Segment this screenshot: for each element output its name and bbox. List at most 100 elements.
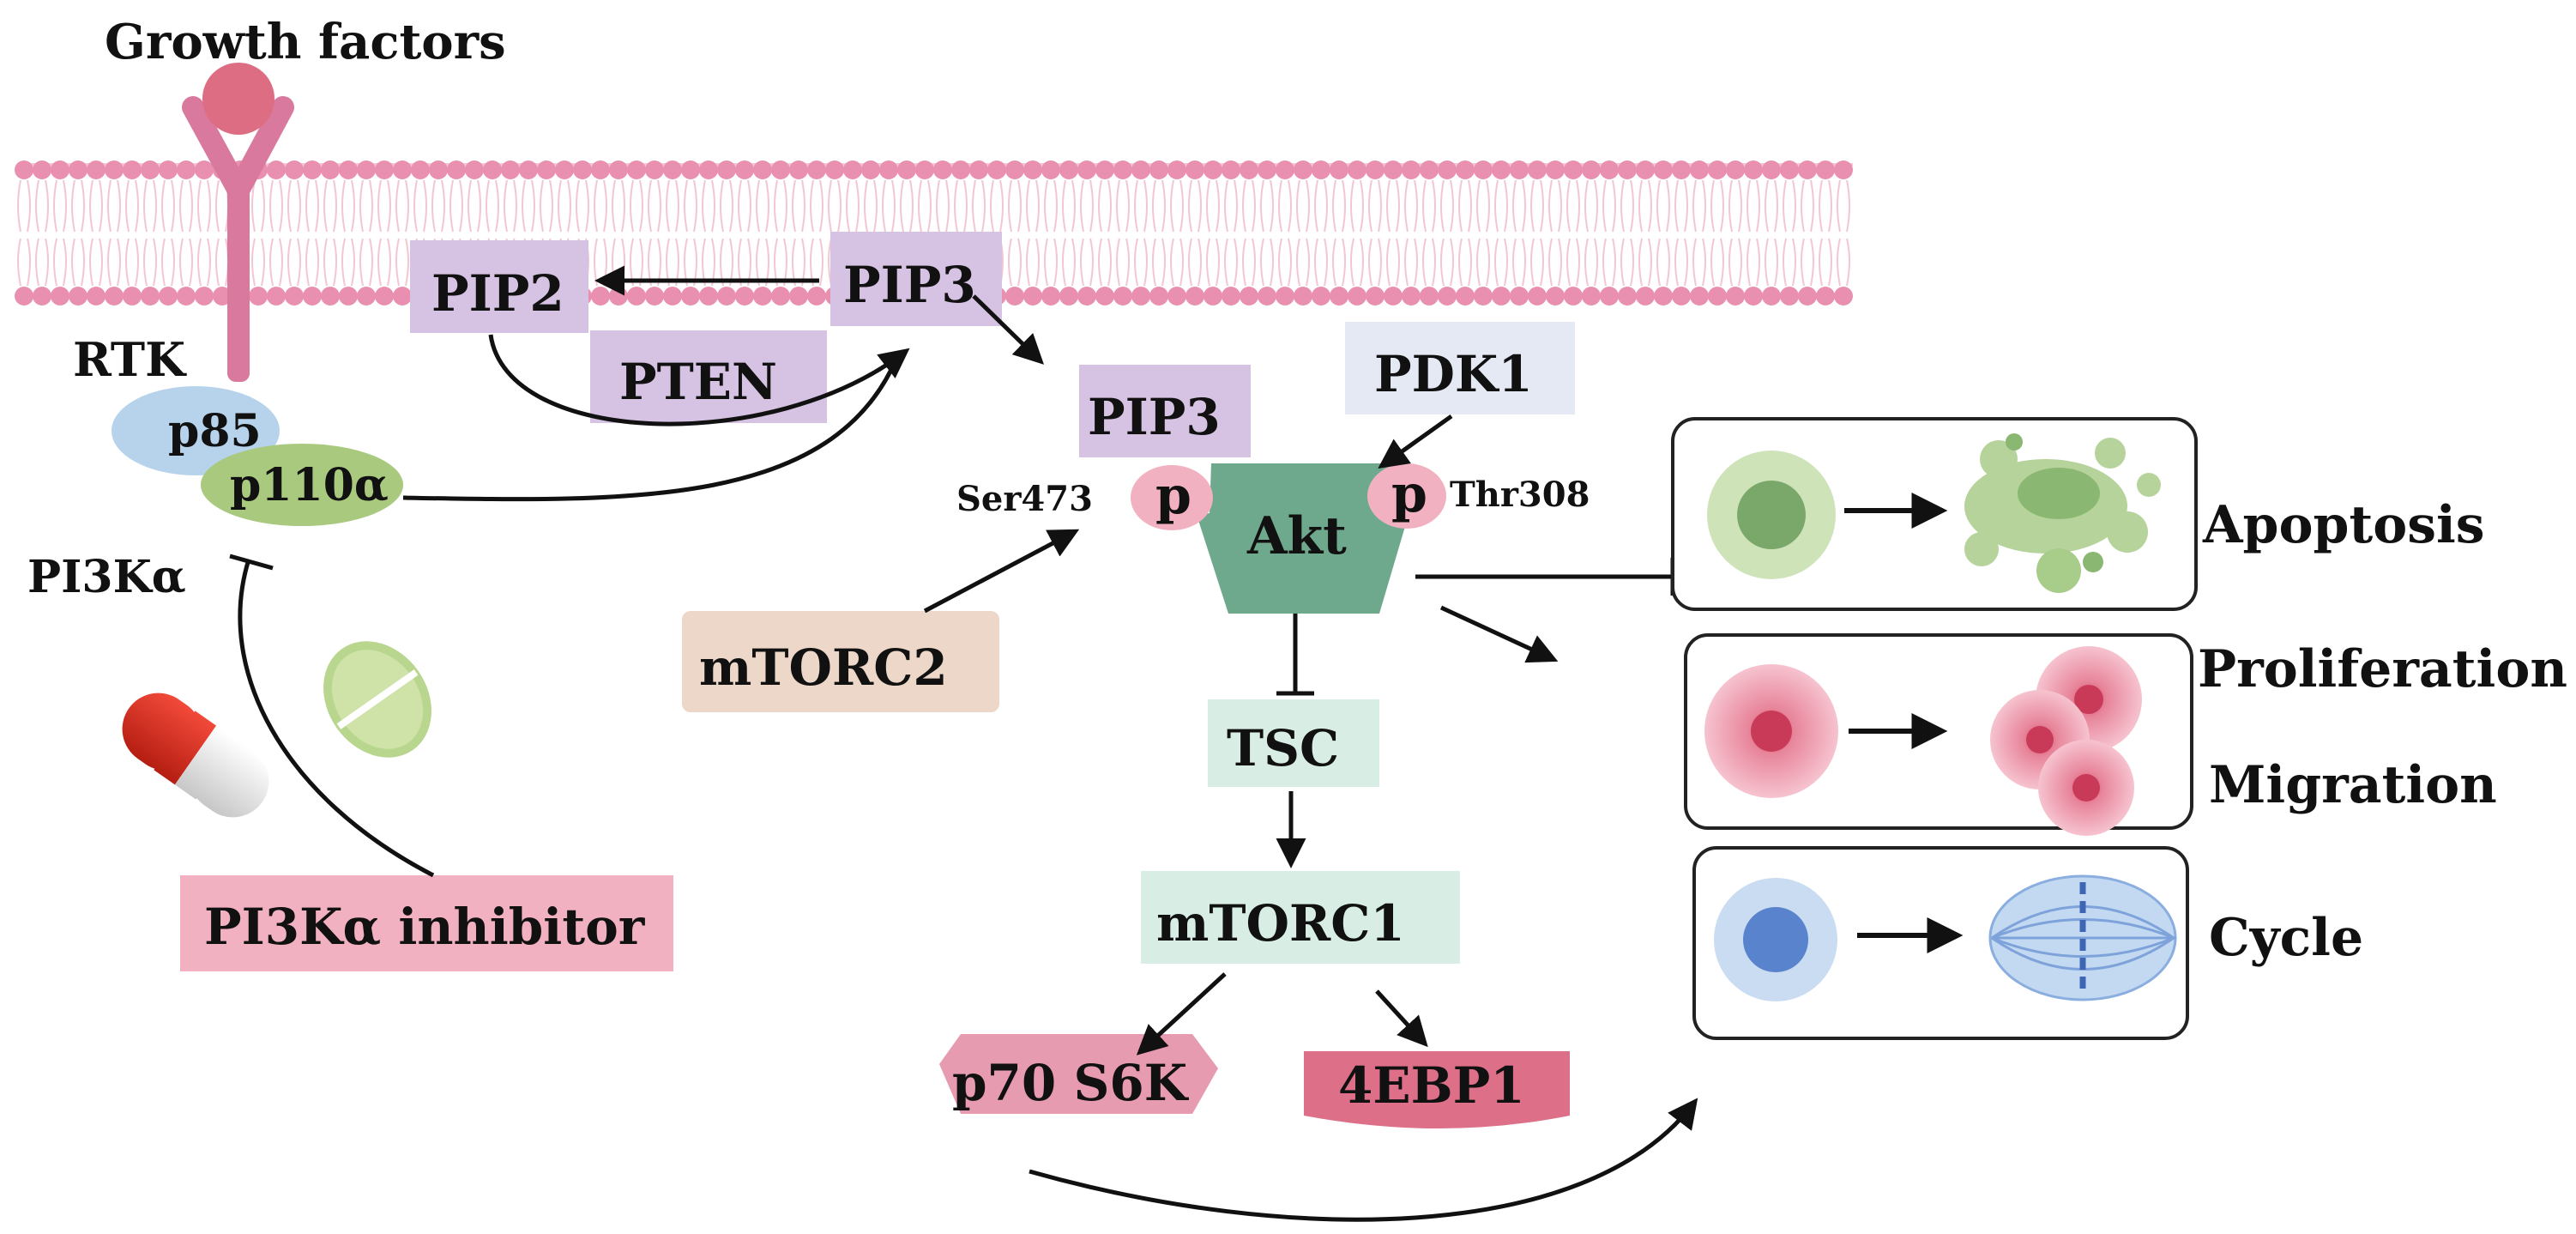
lipid-tail — [125, 179, 139, 287]
lipid-tail — [990, 179, 1004, 287]
lipid-head — [1726, 287, 1745, 305]
lipid-tail — [107, 179, 121, 287]
lipid-head — [1258, 287, 1276, 305]
lipid-head — [753, 160, 772, 179]
lipid-head — [1095, 287, 1114, 305]
lipid-tail — [1044, 179, 1058, 287]
lipid-tail — [1080, 179, 1094, 287]
pip3-box — [1079, 365, 1251, 457]
lipid-tail — [1350, 179, 1364, 287]
lipid-head — [663, 287, 682, 305]
lipid-tail — [468, 179, 481, 287]
lipid-tail — [1746, 179, 1760, 287]
lipid-tail — [359, 179, 373, 287]
p70-s6k-label: p70 S6K — [952, 1054, 1190, 1112]
pip2-box — [410, 240, 588, 333]
lipid-tail — [377, 179, 391, 287]
dividing-tumor-cells-icon — [1990, 646, 2142, 836]
lipid-head — [195, 287, 214, 305]
lipid-tail — [612, 179, 625, 287]
lipid-head — [1041, 287, 1060, 305]
lipid-head — [1095, 160, 1114, 179]
lipid-tail — [684, 179, 697, 287]
lipid-head — [1023, 160, 1042, 179]
lipid-head — [1330, 287, 1348, 305]
pdk1-box — [1345, 322, 1575, 414]
lipid-head — [159, 287, 178, 305]
lipid-tail — [71, 179, 85, 287]
pip2-label: PIP2 — [431, 264, 564, 323]
lipid-tail — [900, 179, 914, 287]
lipid-head — [1744, 287, 1763, 305]
akt-to-proliferation-arrow — [1439, 605, 1559, 663]
lipid-head — [15, 287, 33, 305]
lipid-head — [123, 160, 142, 179]
lipid-head — [1834, 160, 1853, 179]
pi3ka-label: PI3Kα — [27, 551, 186, 603]
lipid-head — [69, 160, 87, 179]
lipid-head — [1690, 287, 1709, 305]
lipid-head — [1798, 160, 1817, 179]
lipid-tail — [630, 179, 643, 287]
migration-label: Migration — [2209, 755, 2497, 815]
lipid-head — [1726, 160, 1745, 179]
lipid-tail — [1530, 179, 1544, 287]
rtk-receptor — [182, 63, 294, 382]
lipid-head — [1780, 287, 1799, 305]
lipid-head — [15, 160, 33, 179]
lipid-head — [1708, 287, 1727, 305]
pip3-membrane-label: PIP3 — [843, 256, 976, 314]
receptor-stalk — [227, 184, 250, 382]
lipid-tail — [1458, 179, 1472, 287]
lipid-tail — [1026, 179, 1040, 287]
inhibitor-box — [180, 875, 673, 971]
lipid-tail — [1152, 179, 1166, 287]
lipid-head — [1420, 160, 1439, 179]
lipid-tail — [1098, 179, 1112, 287]
lipid-tail — [1296, 179, 1310, 287]
lipid-head — [933, 160, 952, 179]
lipid-head — [285, 160, 304, 179]
p110-to-pip3-line — [402, 357, 899, 502]
lipid-head — [1204, 287, 1222, 305]
lipid-head — [1276, 160, 1294, 179]
lipid-head — [1131, 287, 1150, 305]
lipid-head — [1600, 160, 1619, 179]
lipid-head — [267, 287, 286, 305]
tsc-label: TSC — [1227, 719, 1339, 777]
lipid-head — [1816, 160, 1835, 179]
lipid-tail — [1188, 179, 1202, 287]
lipid-head — [1222, 160, 1240, 179]
lipid-head — [753, 287, 772, 305]
lipid-head — [1654, 160, 1673, 179]
lipid-head — [105, 287, 124, 305]
lipid-head — [1780, 160, 1799, 179]
lipid-head — [1582, 160, 1601, 179]
lipid-head — [519, 160, 538, 179]
inhibitor-label: PI3Kα inhibitor — [204, 898, 646, 956]
mtorc1-to-p70-arrow — [1136, 972, 1227, 1056]
lipid-tail — [774, 179, 787, 287]
lipid-head — [375, 160, 394, 179]
lipid-tail — [1638, 179, 1652, 287]
lipid-head — [429, 160, 448, 179]
mtorc2-box — [682, 611, 999, 712]
lipid-head — [1492, 287, 1511, 305]
lipid-tail — [756, 179, 769, 287]
lipid-head — [645, 287, 664, 305]
lipid-head — [897, 160, 916, 179]
lipid-tail — [35, 179, 49, 287]
lipid-tail — [864, 179, 878, 287]
lipid-tail — [1710, 179, 1724, 287]
lipid-head — [771, 160, 790, 179]
lipid-head — [1474, 287, 1493, 305]
lipid-tail — [1332, 179, 1346, 287]
lipid-head — [1618, 287, 1637, 305]
lipid-head — [825, 160, 844, 179]
lipid-head — [663, 160, 682, 179]
lipid-tail — [1242, 179, 1256, 287]
lipid-tail — [395, 179, 409, 287]
apoptosis-label: Apoptosis — [2202, 495, 2485, 555]
lipid-head — [1708, 160, 1727, 179]
lipid-head — [249, 287, 268, 305]
